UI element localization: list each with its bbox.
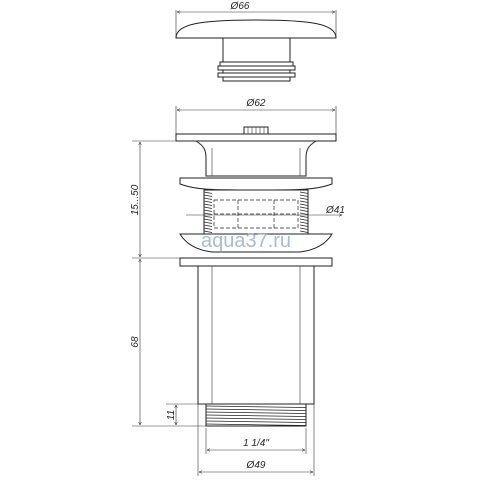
cap-diameter-label: Ø66 [230,1,250,12]
drain-cylinder [197,265,315,405]
base-diameter-label: Ø49 [246,460,266,471]
thread-length-label: 11 [166,410,177,420]
flange-diameter-label: Ø62 [246,98,266,109]
drain-body-assembly: Ø62 Ø41 [130,98,345,476]
threaded-body [203,189,309,235]
watermark-text: aqua37.ru [201,230,291,252]
top-flange [175,133,337,142]
cap-dome [175,19,337,39]
cap-assembly: Ø66 [175,1,337,82]
adjust-height-label: 15...50 [130,184,141,215]
thread-size-label: 1 1/4" [243,438,269,449]
lower-washer [179,233,333,253]
upper-washer [179,177,333,191]
inner-diameter-label: Ø41 [325,205,345,216]
cap-stem [222,37,291,63]
lower-flange [179,257,333,267]
body-height-label: 68 [130,336,141,348]
